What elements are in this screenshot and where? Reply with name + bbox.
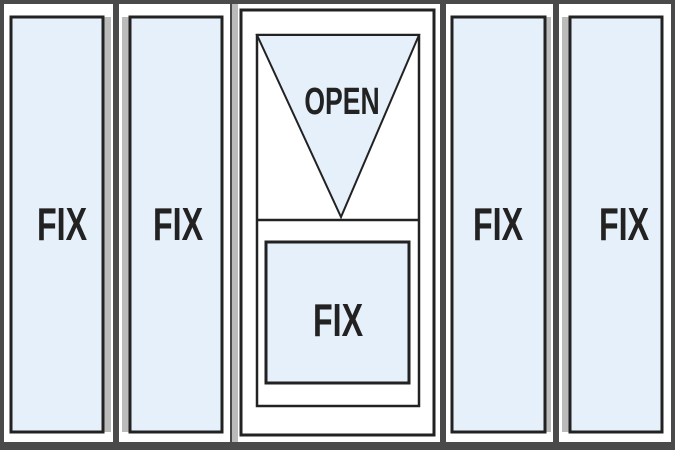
glass — [264, 240, 411, 385]
fix-label: FIX — [37, 199, 88, 250]
panel-2: FIX — [119, 4, 230, 442]
glass — [128, 15, 224, 434]
panel-5: FIX — [559, 4, 671, 442]
fix-label: FIX — [313, 295, 364, 346]
panel-3-center: OPEN FIX — [232, 4, 440, 442]
fix-label: FIX — [153, 199, 204, 250]
glass — [450, 15, 547, 434]
awning-open-indicator — [255, 34, 421, 220]
fix-label: FIX — [473, 199, 524, 250]
glass — [9, 15, 105, 434]
panel-1: FIX — [4, 4, 113, 442]
open-label: OPEN — [304, 79, 379, 122]
glass — [568, 15, 664, 434]
panel-4: FIX — [446, 4, 553, 442]
fix-label: FIX — [599, 199, 650, 250]
